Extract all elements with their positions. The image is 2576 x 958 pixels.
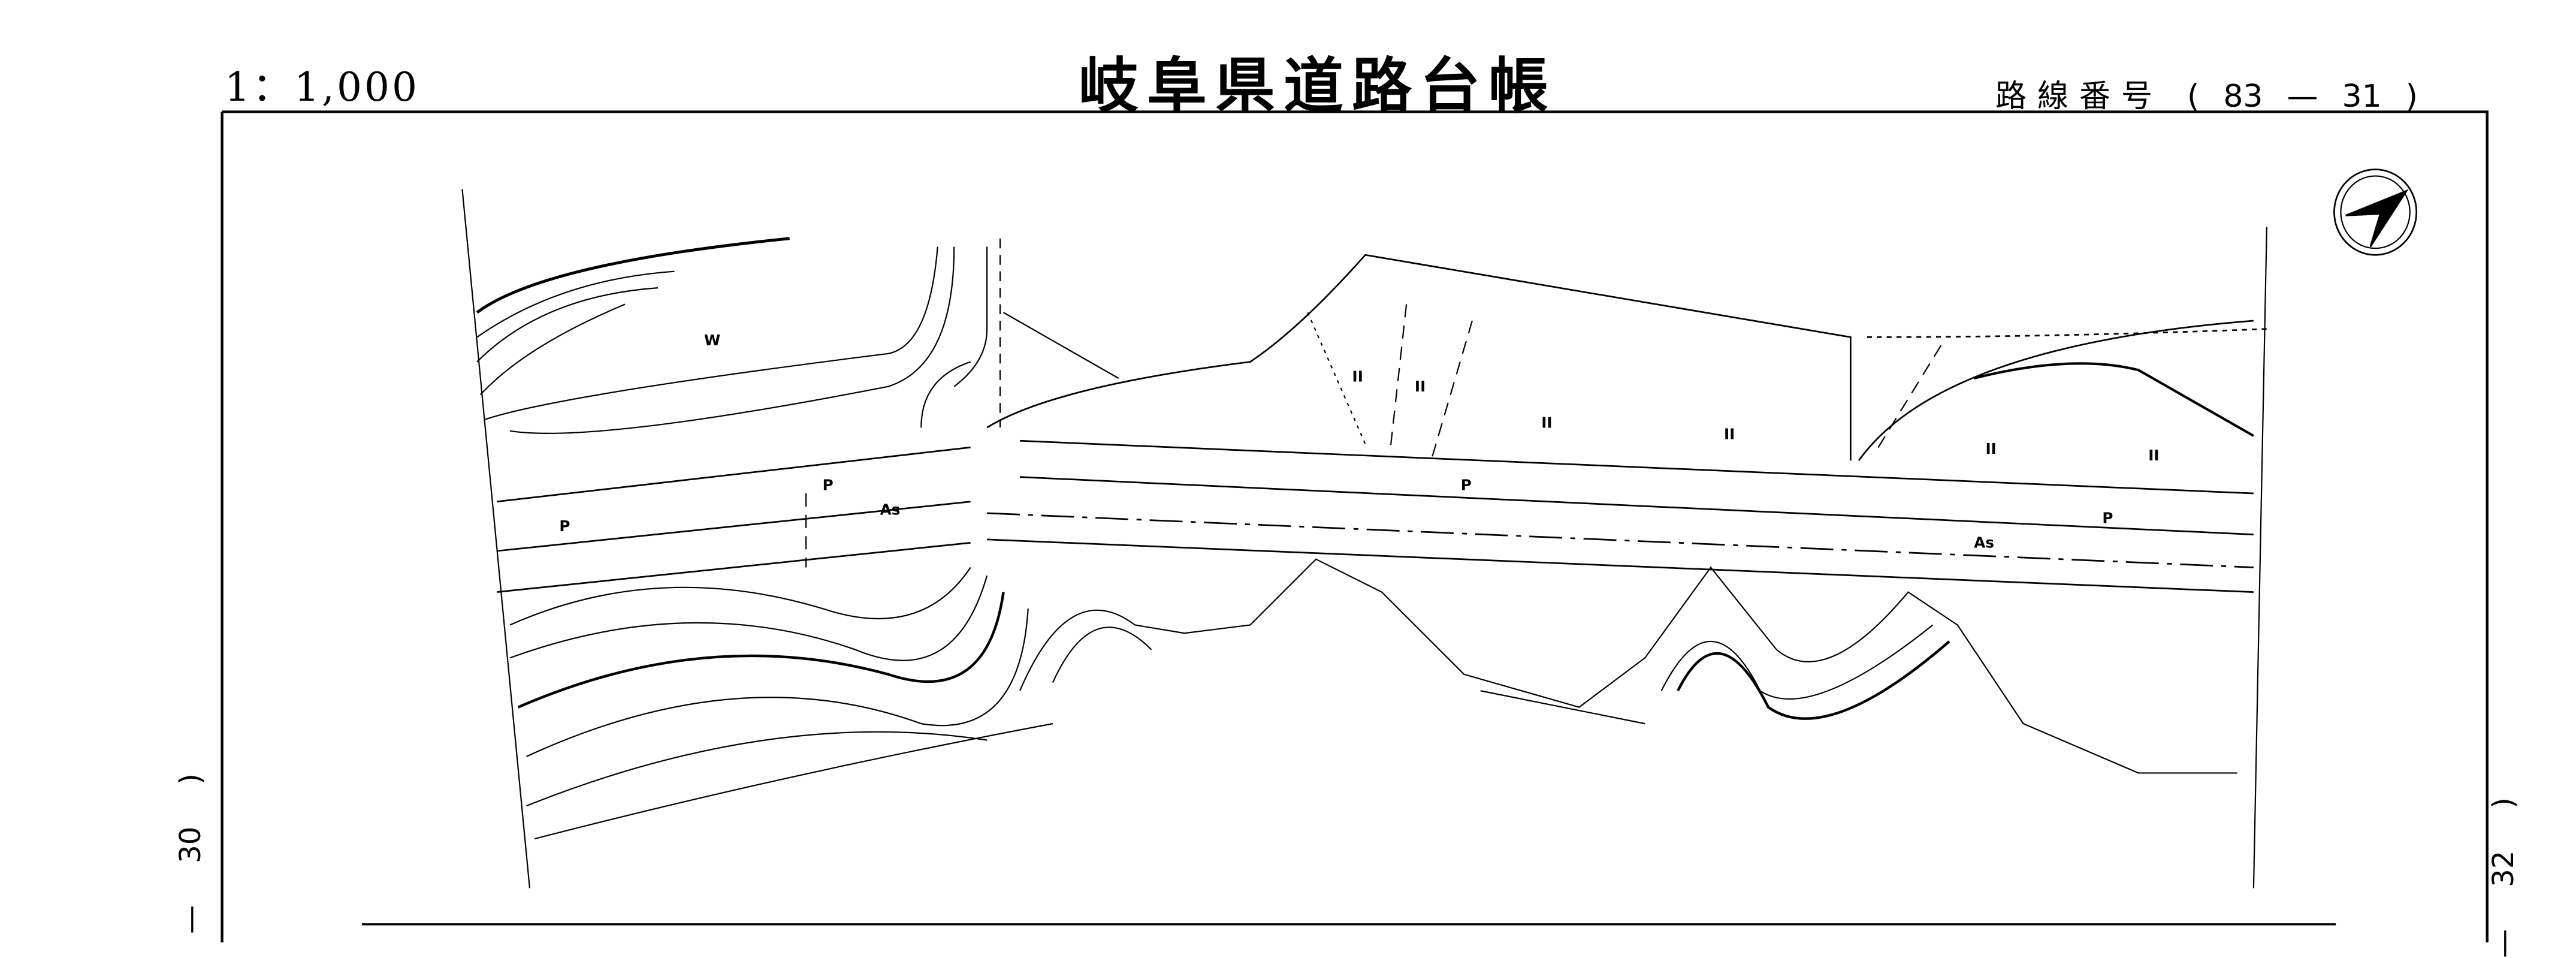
label-water: W [704, 332, 720, 349]
label-parking-3: P [1461, 477, 1472, 494]
label-field-5: II [1985, 440, 1996, 457]
route-number-label: 路線番号 [1995, 79, 2164, 115]
label-field-2: II [1415, 378, 1426, 395]
label-field-6: II [2148, 447, 2159, 464]
route-open-paren: ( [2187, 79, 2200, 115]
label-asphalt-2: As [1974, 534, 1994, 552]
label-parking-4: P [2102, 509, 2113, 526]
north-arrow-icon [2333, 168, 2418, 256]
route-dash: — [2287, 79, 2318, 115]
label-field-4: II [1724, 426, 1735, 443]
label-parking-2: P [823, 477, 833, 494]
label-field-1: II [1352, 367, 1363, 385]
route-primary-number: 83 [2223, 79, 2263, 115]
page-title: 岐阜県道路台帳 [1079, 51, 1557, 121]
route-number: 路線番号 ( 83 — 31 ) [1995, 71, 2418, 116]
route-secondary-number: 31 [2342, 79, 2382, 115]
map-frame [221, 110, 2489, 942]
label-asphalt-1: As [880, 501, 901, 519]
route-close-paren: ) [2405, 79, 2418, 115]
map-scale: 1：1,000 [225, 64, 419, 110]
label-parking-1: P [559, 517, 570, 535]
label-field-3: II [1541, 414, 1552, 431]
